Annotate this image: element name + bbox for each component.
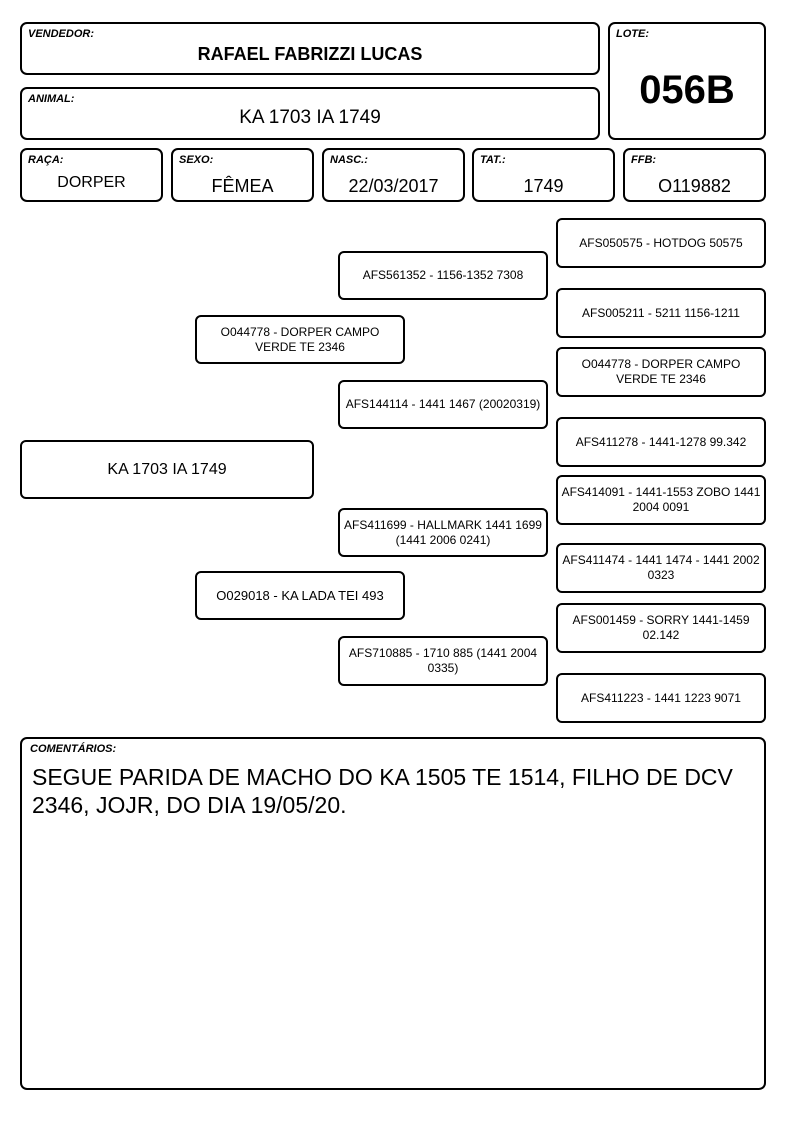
sexo-box: SEXO: FÊMEA [171,148,314,202]
sexo-value: FÊMEA [211,176,274,196]
lote-value: 056B [639,68,735,112]
vendedor-label: VENDEDOR: [28,28,95,40]
pedigree-sire-sire: AFS561352 - 1156-1352 7308 [338,251,548,300]
sexo-label: SEXO: [179,154,214,166]
tat-box: TAT.: 1749 [472,148,615,202]
animal-label: ANIMAL: [28,93,75,105]
ffb-label: FFB: [631,154,657,166]
raca-label: RAÇA: [28,154,64,166]
animal-value: KA 1703 IA 1749 [239,107,381,128]
pedigree-ggp-3: O044778 - DORPER CAMPO VERDE TE 2346 [556,347,766,397]
pedigree-sire-dam: AFS144114 - 1441 1467 (20020319) [338,380,548,429]
comments-text: SEGUE PARIDA DE MACHO DO KA 1505 TE 1514… [32,764,733,818]
lote-label: LOTE: [616,28,649,40]
tat-value: 1749 [523,176,564,196]
nasc-label: NASC.: [330,154,368,166]
pedigree-animal: KA 1703 IA 1749 [20,440,314,499]
tat-label: TAT.: [480,154,506,166]
animal-box: ANIMAL: KA 1703 IA 1749 [20,87,600,140]
raca-value: DORPER [57,174,126,191]
pedigree-ggp-2: AFS005211 - 5211 1156-1211 [556,288,766,338]
comments-label: COMENTÁRIOS: [30,743,117,755]
ffb-box: FFB: O119882 [623,148,766,202]
pedigree-ggp-7: AFS001459 - SORRY 1441-1459 02.142 [556,603,766,653]
ffb-value: O119882 [658,176,731,196]
pedigree-dam: O029018 - KA LADA TEI 493 [195,571,405,620]
nasc-value: 22/03/2017 [348,176,439,196]
pedigree-ggp-5: AFS414091 - 1441-1553 ZOBO 1441 2004 009… [556,475,766,525]
nasc-box: NASC.: 22/03/2017 [322,148,465,202]
pedigree-ggp-4: AFS411278 - 1441-1278 99.342 [556,417,766,467]
pedigree-sire: O044778 - DORPER CAMPO VERDE TE 2346 [195,315,405,364]
pedigree-dam-sire: AFS411699 - HALLMARK 1441 1699 (1441 200… [338,508,548,557]
pedigree-ggp-8: AFS411223 - 1441 1223 9071 [556,673,766,723]
raca-box: RAÇA: DORPER [20,148,163,202]
lote-box: LOTE: 056B [608,22,766,140]
comments-box: COMENTÁRIOS: SEGUE PARIDA DE MACHO DO KA… [20,737,766,1090]
pedigree-dam-dam: AFS710885 - 1710 885 (1441 2004 0335) [338,636,548,686]
vendedor-value: RAFAEL FABRIZZI LUCAS [197,44,423,64]
vendedor-box: VENDEDOR: RAFAEL FABRIZZI LUCAS [20,22,600,75]
pedigree-ggp-1: AFS050575 - HOTDOG 50575 [556,218,766,268]
pedigree-ggp-6: AFS411474 - 1441 1474 - 1441 2002 0323 [556,543,766,593]
